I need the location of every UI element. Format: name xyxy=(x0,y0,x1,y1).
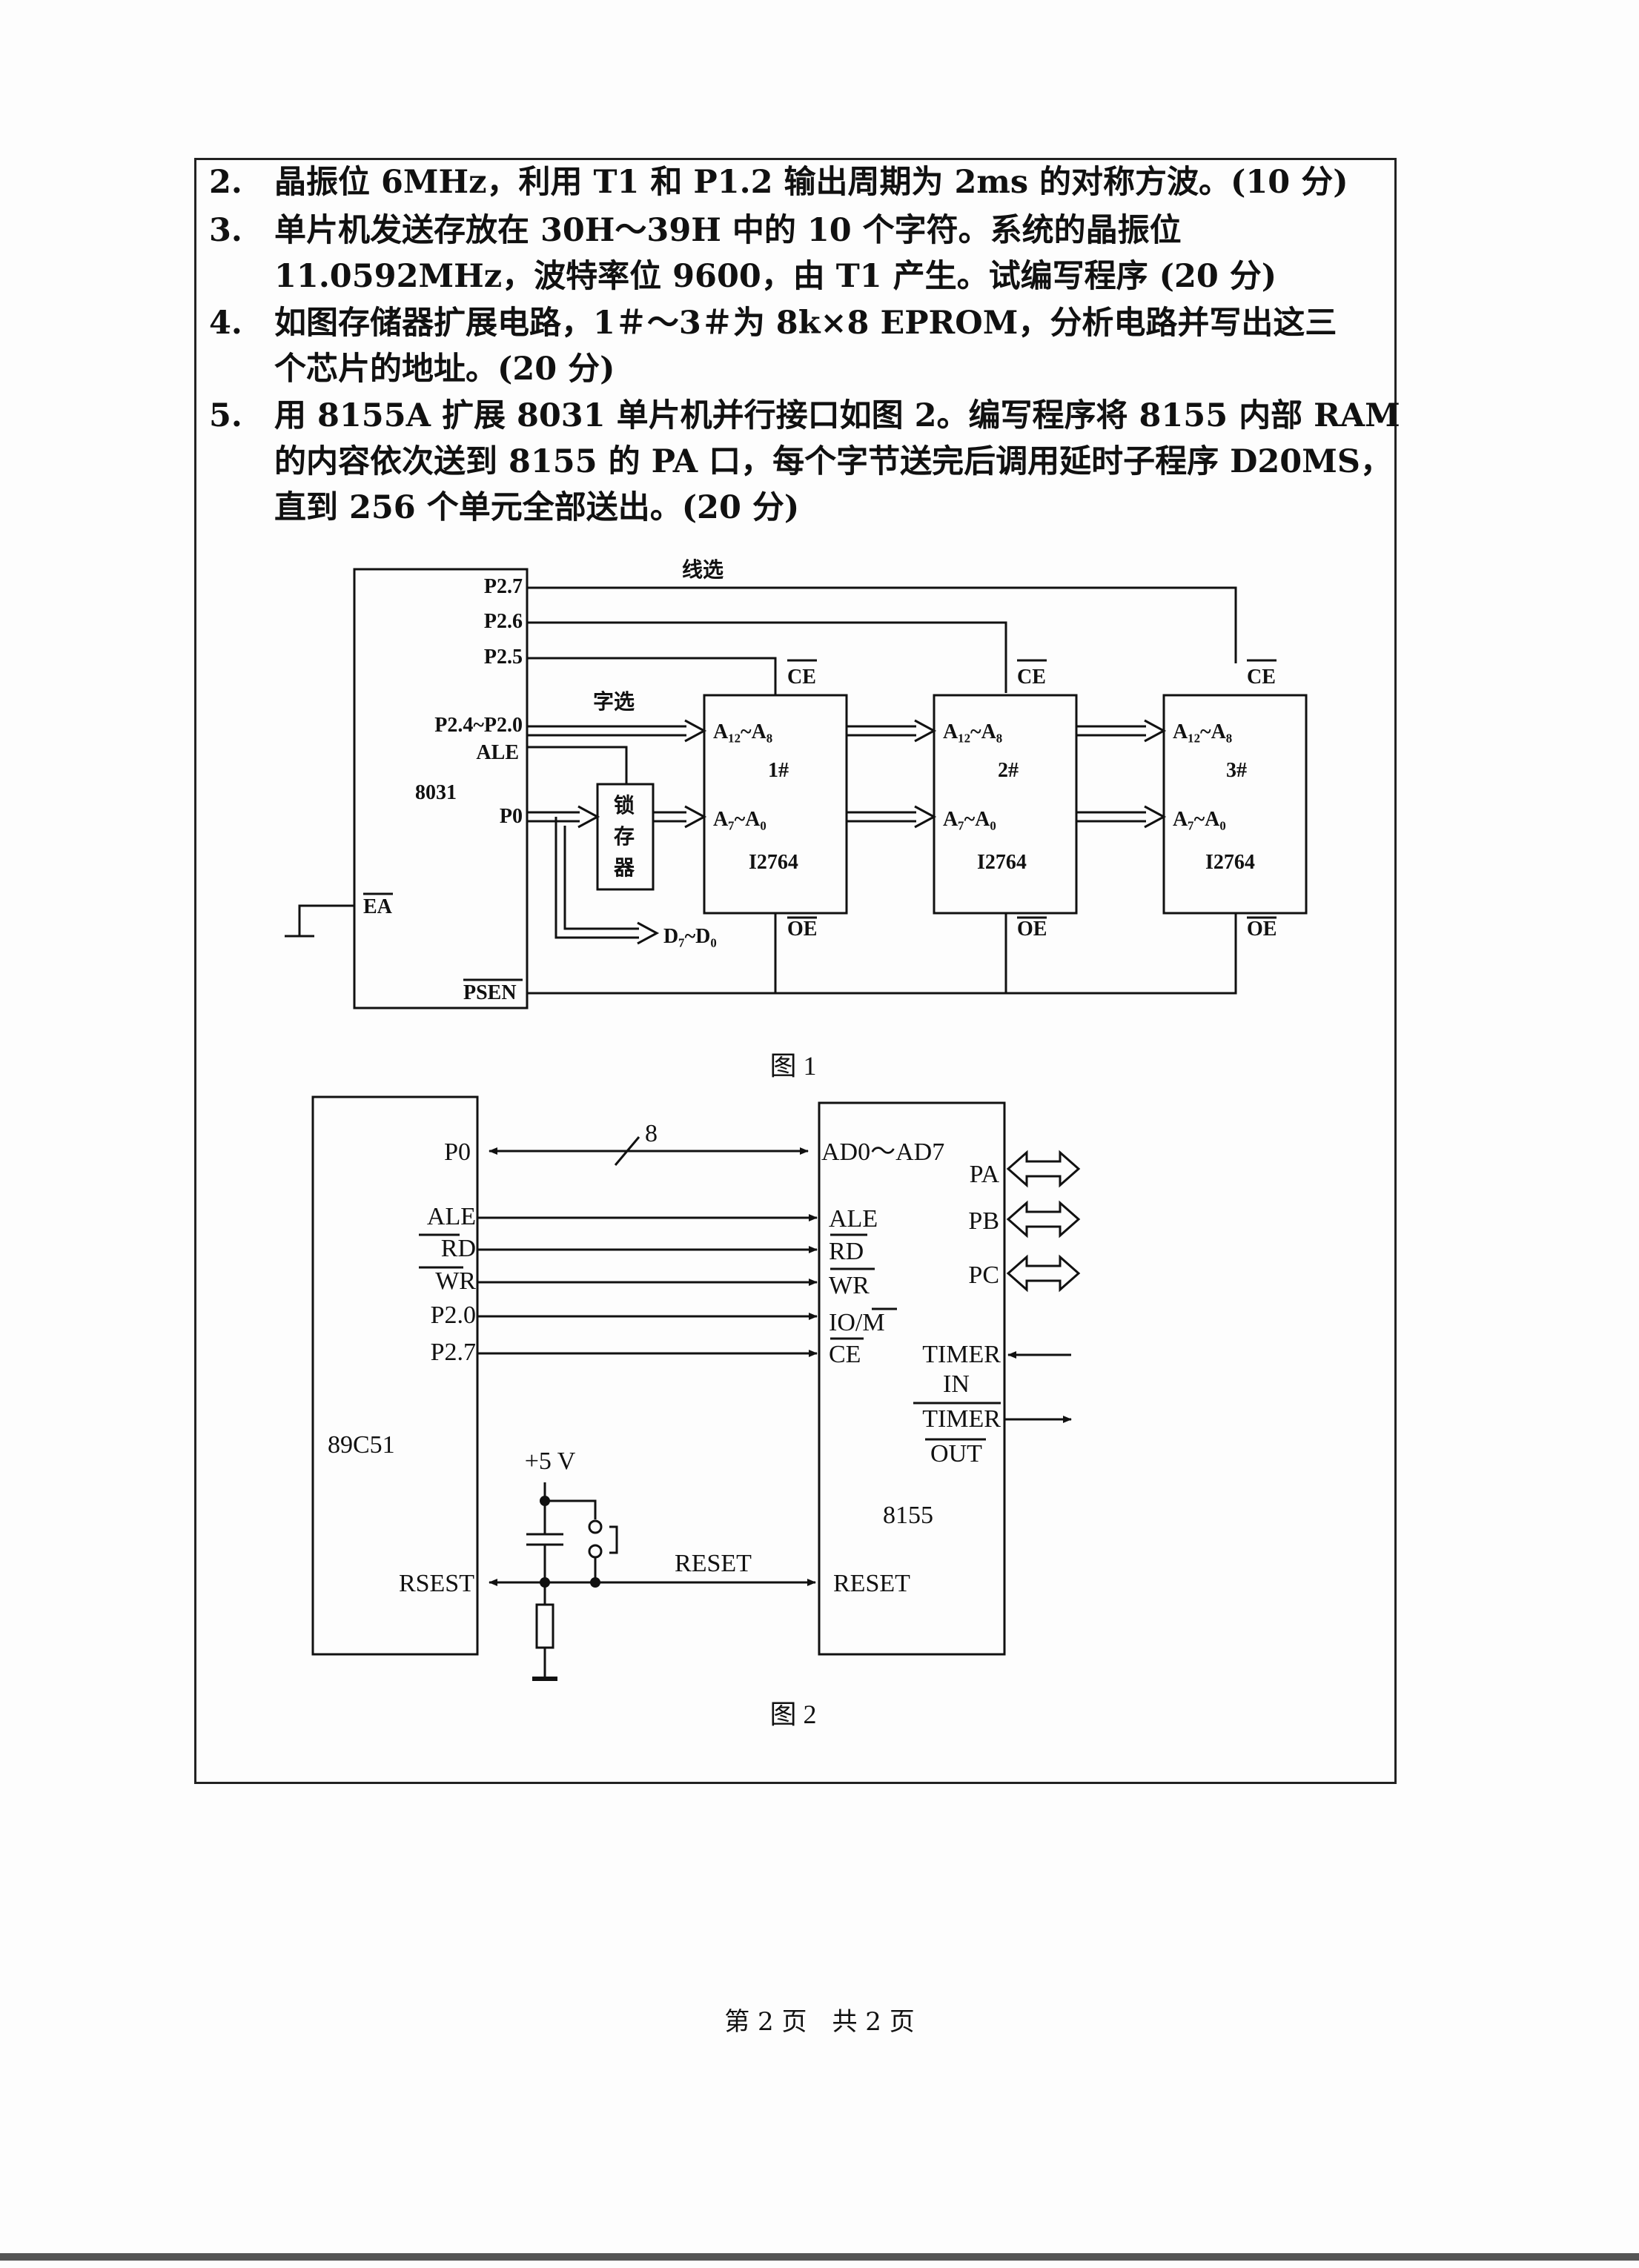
chip-high-addr: A₁₂~A₈ xyxy=(1173,720,1232,743)
mcu-pin: RD xyxy=(441,1235,476,1262)
wire-ale xyxy=(527,746,628,784)
reset-net-label: RESET xyxy=(675,1550,752,1577)
mcu-pin: P2.0 xyxy=(431,1302,476,1329)
chip-8155-box xyxy=(818,1101,1006,1656)
question-line: 11.0592MHz，波特率位 9600，由 T1 产生。试编写程序 (20 分… xyxy=(274,258,1277,295)
page-footer: 第 2 页 共 2 页 xyxy=(724,2007,915,2037)
latch-char: 器 xyxy=(613,857,635,880)
port-label: PA xyxy=(970,1161,1000,1188)
figure1-caption: 图 1 xyxy=(769,1051,816,1081)
pin-psen: PSEN xyxy=(463,981,517,1004)
wire-p25 xyxy=(527,657,777,695)
mcu-pin: P0 xyxy=(444,1138,471,1166)
port-label: PB xyxy=(968,1207,999,1235)
pin-p26: P2.6 xyxy=(484,610,523,633)
chip-pin: CE xyxy=(829,1341,861,1368)
pin-ea: EA xyxy=(363,895,393,918)
mcu-pin: RSEST xyxy=(399,1570,474,1597)
chip-index: 2# xyxy=(998,759,1019,782)
chip-1-box xyxy=(703,694,848,915)
pin-ale: ALE xyxy=(476,741,519,764)
chip-high-addr: A₁₂~A₈ xyxy=(943,720,1002,743)
chip-pin: RD xyxy=(829,1238,864,1265)
question-line: 个芯片的地址。(20 分) xyxy=(274,351,615,388)
question-line: 晶振位 6MHz，利用 T1 和 P1.2 输出周期为 2ms 的对称方波。(1… xyxy=(274,164,1348,201)
question-number: 2. xyxy=(209,164,242,201)
chip-pin: RESET xyxy=(833,1570,910,1597)
timer-out-label: OUT xyxy=(930,1440,982,1468)
mcu-name: 89C51 xyxy=(328,1431,395,1459)
port-label: PC xyxy=(968,1261,999,1289)
cpu-name: 8031 xyxy=(415,781,457,804)
chip-index: 3# xyxy=(1226,759,1247,782)
question-line: 用 8155A 扩展 8031 单片机并行接口如图 2。编写程序将 8155 内… xyxy=(274,397,1400,434)
latch-char: 存 xyxy=(614,824,635,849)
question-line: 单片机发送存放在 30H～39H 中的 10 个字符。系统的晶振位 xyxy=(274,212,1182,249)
chip-2-box xyxy=(933,694,1078,915)
data-bus-label: D₇~D₀ xyxy=(663,925,717,948)
pin-p27: P2.7 xyxy=(484,575,523,598)
wire-p27 xyxy=(527,586,1237,663)
chip-ce: CE xyxy=(1017,666,1046,689)
scan-edge xyxy=(0,2253,1639,2261)
chip-name: 8155 xyxy=(883,1502,933,1529)
bus-width: 8 xyxy=(645,1120,658,1147)
line-select-label: 线选 xyxy=(682,558,724,582)
question-number: 5. xyxy=(209,397,242,434)
cpu-8031-box xyxy=(353,568,529,1009)
chip-pin: ALE xyxy=(829,1205,878,1233)
mcu-pin: ALE xyxy=(427,1203,476,1230)
pin-p25: P2.5 xyxy=(484,646,523,669)
chip-oe: OE xyxy=(787,918,817,941)
question-line: 直到 256 个单元全部送出。(20 分) xyxy=(274,489,800,526)
chip-3-box xyxy=(1162,694,1308,915)
chip-low-addr: A₇~A₀ xyxy=(1173,808,1226,831)
word-select-label: 字选 xyxy=(593,689,635,714)
mcu-pin: P2.7 xyxy=(431,1339,476,1366)
chip-low-addr: A₇~A₀ xyxy=(713,808,766,831)
wire-psen xyxy=(527,913,1237,995)
chip-low-addr: A₇~A₀ xyxy=(943,808,996,831)
timer-out-label: TIMER xyxy=(922,1405,1001,1433)
chip-pin: WR xyxy=(829,1272,870,1299)
chip-oe: OE xyxy=(1247,918,1277,941)
chip-ce: CE xyxy=(1247,666,1276,689)
mcu-pin: WR xyxy=(435,1267,476,1295)
latch-char: 锁 xyxy=(614,793,635,818)
chip-name: I2764 xyxy=(977,851,1027,874)
wire-p26 xyxy=(527,621,1007,693)
pin-p24-p20: P2.4~P2.0 xyxy=(434,714,523,737)
question-number: 4. xyxy=(209,305,242,342)
pin-p0: P0 xyxy=(500,805,523,828)
chip-high-addr: A₁₂~A₈ xyxy=(713,720,772,743)
chip-pin: IO/M xyxy=(829,1309,885,1336)
chip-ce: CE xyxy=(787,666,816,689)
mcu-89c51-box xyxy=(311,1095,479,1656)
chip-name: I2764 xyxy=(749,851,798,874)
question-number: 3. xyxy=(209,212,242,249)
question-line: 的内容依次送到 8155 的 PA 口，每个字节送完后调用延时子程序 D20MS… xyxy=(274,443,1392,480)
figure2-caption: 图 2 xyxy=(769,1700,816,1729)
supply-label: +5 V xyxy=(525,1448,576,1475)
chip-oe: OE xyxy=(1017,918,1047,941)
chip-name: I2764 xyxy=(1205,851,1255,874)
timer-in-label: TIMER xyxy=(922,1341,1001,1368)
wire-ea xyxy=(298,904,354,936)
chip-index: 1# xyxy=(768,759,789,782)
exam-frame xyxy=(194,158,1397,1784)
timer-in-label: IN xyxy=(943,1370,970,1398)
question-line: 如图存储器扩展电路，1＃～3＃为 8k×8 EPROM，分析电路并写出这三 xyxy=(274,305,1337,342)
chip-pin: AD0～AD7 xyxy=(821,1138,944,1166)
